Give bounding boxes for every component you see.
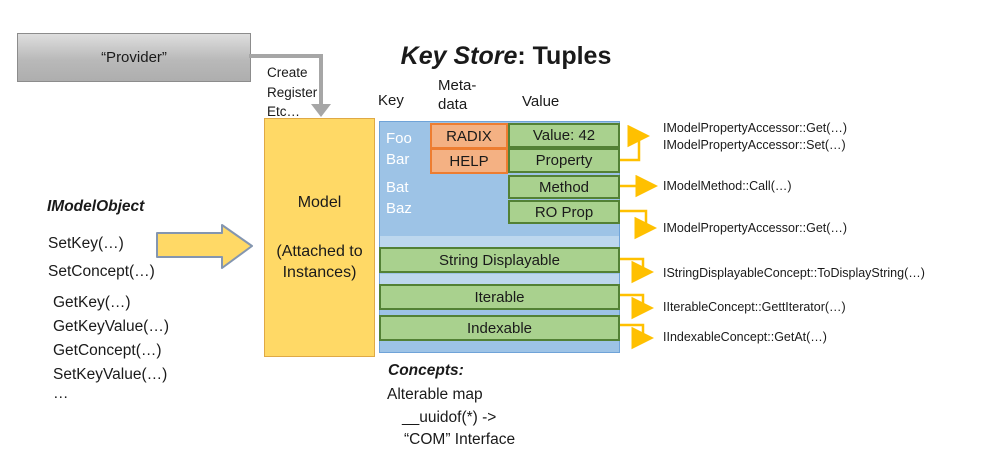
api-annotation: IIndexableConcept::GetAt(…): [663, 330, 827, 344]
method-label: SetKeyValue(…): [53, 366, 168, 383]
method-label: GetKey(…): [53, 294, 131, 311]
api-annotation: IIterableConcept::GettIterator(…): [663, 300, 846, 314]
concepts-heading: Concepts:: [388, 362, 464, 379]
method-label: GetConcept(…): [53, 342, 162, 359]
model-box-title: Model: [297, 194, 342, 211]
key-label: Baz: [386, 200, 412, 217]
slide-title: Key Store: Tuples: [386, 42, 626, 71]
column-header-key: Key: [378, 92, 404, 109]
column-header-metadata: Meta- data: [438, 77, 477, 113]
provider-box: “Provider”: [17, 33, 251, 82]
callout-arrow-indexable: [620, 323, 654, 350]
callout-arrow-property: [620, 124, 650, 162]
value-box: Property: [508, 148, 620, 173]
provider-label: “Provider”: [101, 49, 167, 66]
api-annotation: IModelPropertyAccessor::Get(…): [663, 121, 848, 135]
concepts-line: __uuidof(*) ->: [402, 409, 497, 426]
callout-arrow-iterable: [620, 293, 654, 320]
method-label: SetConcept(…): [48, 263, 155, 280]
metadata-box: RADIX: [430, 123, 508, 149]
key-label: Bar: [386, 151, 410, 168]
concepts-line: “COM” Interface: [404, 431, 516, 448]
create-register-note: Create Register Etc…: [267, 65, 318, 119]
value-box: Value: 42: [508, 123, 620, 148]
callout-arrows: [620, 124, 658, 350]
keystore-stripe: [380, 274, 619, 284]
value-box: Method: [508, 175, 620, 199]
method-label: …: [53, 385, 69, 402]
title-tuples: : Tuples: [517, 42, 612, 70]
imodelobject-heading: IModelObject: [47, 198, 145, 215]
key-label: Bat: [386, 179, 409, 196]
metadata-box: HELP: [430, 148, 508, 174]
title-keystore: Key Store: [400, 42, 518, 70]
api-annotation: IStringDisplayableConcept::ToDisplayStri…: [663, 266, 925, 280]
api-annotation: IModelPropertyAccessor::Set(…): [663, 138, 846, 152]
concept-bar: Indexable: [379, 315, 620, 341]
callout-arrow-roprop: [620, 209, 657, 240]
keystore-stripe: [380, 236, 619, 247]
model-box-subtitle: (Attached to Instances): [276, 243, 363, 281]
concepts-line: Alterable map: [387, 386, 483, 403]
provider-connector-vertical: [319, 54, 323, 105]
callout-arrow-stringdisplayable: [620, 257, 654, 284]
api-annotation: IModelMethod::Call(…): [663, 179, 792, 193]
provider-connector-horizontal: [249, 54, 323, 58]
big-right-arrow-icon: [156, 224, 253, 269]
key-label: Foo: [386, 130, 412, 147]
concept-bar: String Displayable: [379, 247, 620, 273]
value-box: RO Prop: [508, 200, 620, 224]
method-label: GetKeyValue(…): [53, 318, 170, 335]
method-label: SetKey(…): [48, 235, 124, 252]
concept-bar: Iterable: [379, 284, 620, 310]
provider-connector-arrowhead-icon: [311, 104, 331, 117]
api-annotation: IModelPropertyAccessor::Get(…): [663, 221, 848, 235]
column-header-value: Value: [522, 93, 560, 110]
model-box: [264, 118, 375, 357]
